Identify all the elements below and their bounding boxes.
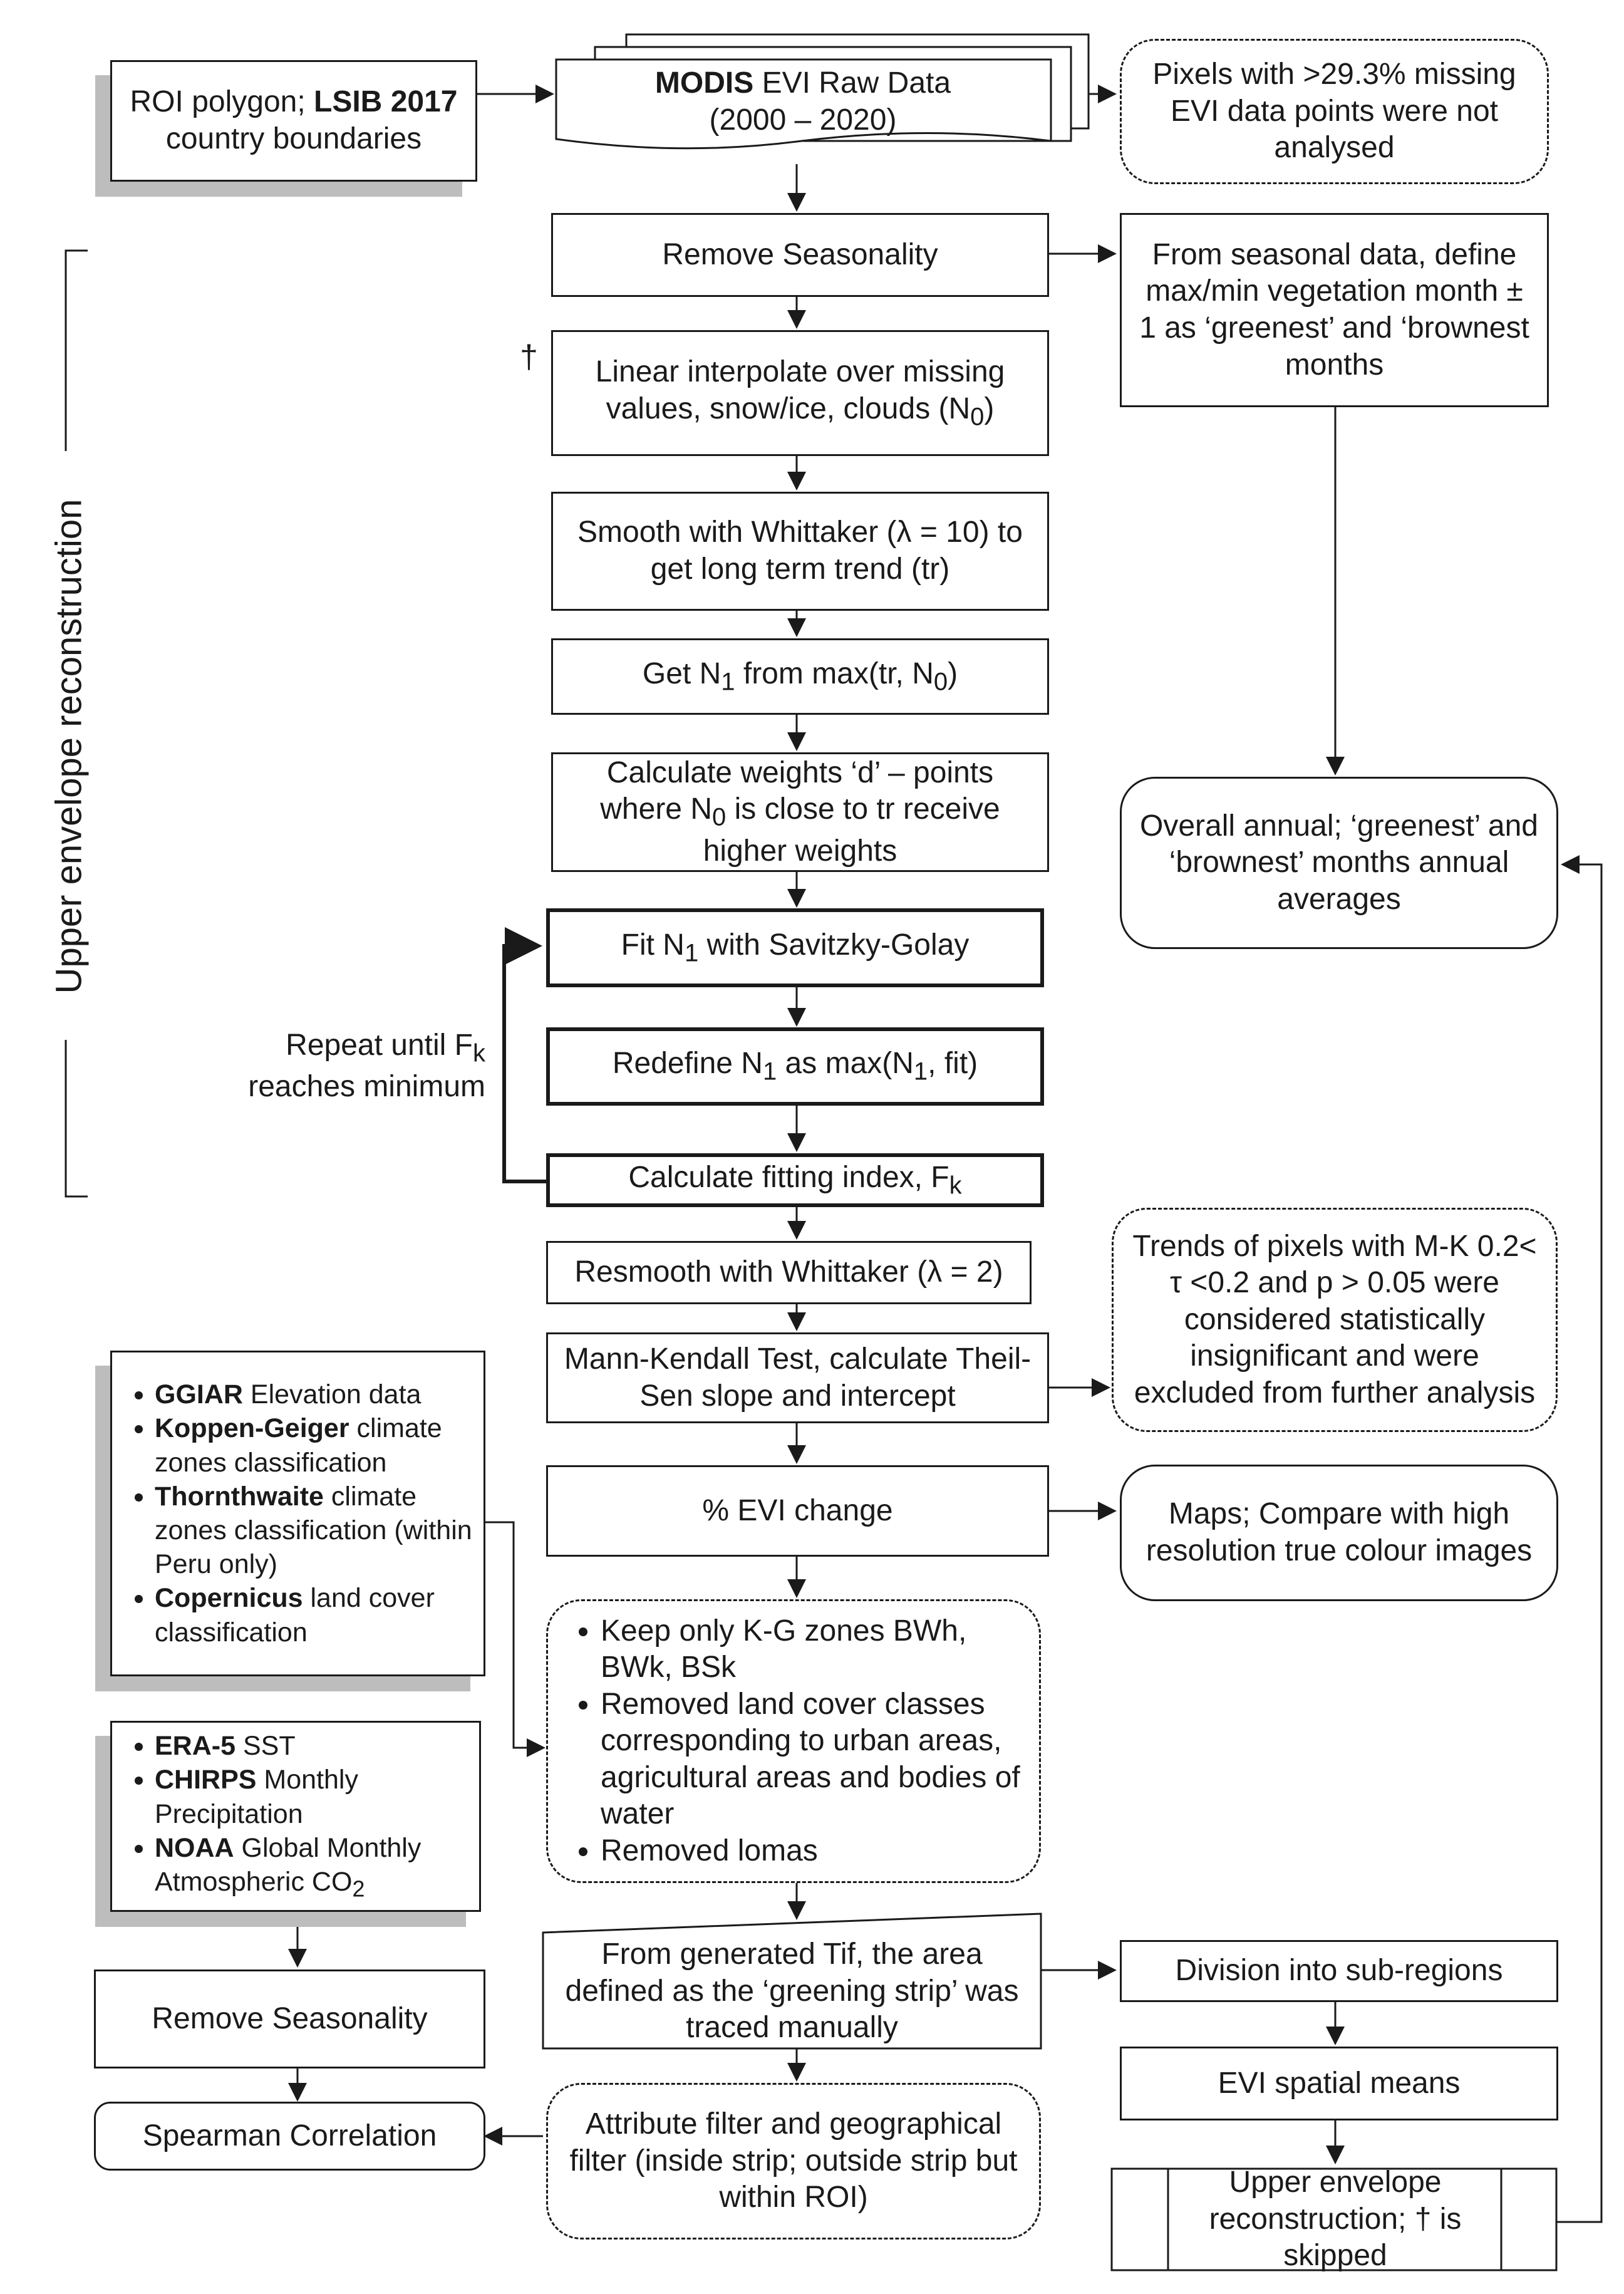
dataset-noaa-sub: 2 bbox=[352, 1876, 365, 1902]
fitting-index-pre: Calculate fitting index, F bbox=[628, 1160, 949, 1194]
upper-envelope-process-box: Upper envelope reconstruction; † is skip… bbox=[1209, 2166, 1462, 2273]
roi-text-pre: ROI polygon; bbox=[130, 85, 314, 119]
linear-interp-sub: 0 bbox=[970, 403, 985, 431]
dataset2-item-2: CHIRPS Monthly Precipitation bbox=[155, 1763, 470, 1830]
fitting-index-sub: k bbox=[949, 1171, 962, 1200]
modis-text-post: EVI Raw Data bbox=[753, 66, 951, 100]
fit-sg-sub: 1 bbox=[684, 939, 699, 967]
get-n1-sub2: 0 bbox=[933, 668, 948, 696]
repeat-post: reaches minimum bbox=[248, 1070, 485, 1104]
dataset-item-4: Copernicus land cover classification bbox=[155, 1581, 475, 1649]
linear-interpolate-box: Linear interpolate over missing values, … bbox=[551, 330, 1049, 456]
evi-spatial-means-box: EVI spatial means bbox=[1120, 2047, 1558, 2120]
mann-kendall-box: Mann-Kendall Test, calculate Theil-Sen s… bbox=[546, 1332, 1049, 1423]
pixels-missing-box: Pixels with >29.3% missing EVI data poin… bbox=[1120, 39, 1549, 184]
get-n1-mid: from max(tr, N bbox=[735, 657, 934, 690]
mk-excluded-box: Trends of pixels with M-K 0.2< τ <0.2 an… bbox=[1112, 1208, 1558, 1432]
fit-sg-post: with Savitzky-Golay bbox=[698, 928, 970, 962]
dataset-chirps-text: Monthly Precipitation bbox=[155, 1765, 358, 1829]
whittaker-10-box: Smooth with Whittaker (λ = 10) to get lo… bbox=[551, 492, 1049, 611]
dataset-koppen: Koppen-Geiger bbox=[155, 1413, 349, 1444]
remove-seasonality-box: Remove Seasonality bbox=[551, 213, 1049, 297]
roi-text-lsib: LSIB bbox=[314, 85, 383, 119]
resmooth-box: Resmooth with Whittaker (λ = 2) bbox=[546, 1241, 1032, 1304]
dataset-noaa: NOAA bbox=[155, 1832, 234, 1863]
attribute-filter-box: Attribute filter and geographical filter… bbox=[546, 2083, 1041, 2240]
filter-kg-zones: Keep only K-G zones BWh, BWk, BSk bbox=[601, 1613, 1027, 1686]
linear-interp-end: ) bbox=[984, 392, 995, 425]
seasonal-months-box: From seasonal data, define max/min veget… bbox=[1120, 213, 1549, 407]
fit-sg-pre: Fit N bbox=[621, 928, 685, 962]
spearman-box: Spearman Correlation bbox=[94, 2102, 485, 2171]
savitzky-golay-box: Fit N1 with Savitzky-Golay bbox=[546, 908, 1044, 987]
modis-text-bold: MODIS bbox=[654, 66, 754, 100]
get-n1-sub: 1 bbox=[721, 668, 735, 696]
datasets-box-2: ERA-5 SST CHIRPS Monthly Precipitation N… bbox=[110, 1721, 481, 1912]
dataset2-item-3: NOAA Global Monthly Atmospheric CO2 bbox=[155, 1831, 470, 1904]
roi-box: ROI polygon; LSIB 2017 country boundarie… bbox=[110, 60, 477, 182]
dataset-era5: ERA-5 bbox=[155, 1731, 236, 1762]
annual-averages-box: Overall annual; ‘greenest’ and ‘brownest… bbox=[1120, 777, 1558, 949]
repeat-sub: k bbox=[473, 1039, 485, 1067]
repeat-pre: Repeat until F bbox=[286, 1029, 473, 1062]
filters-box: Keep only K-G zones BWh, BWk, BSk Remove… bbox=[546, 1599, 1041, 1883]
get-n1-box: Get N1 from max(tr, N0) bbox=[551, 638, 1049, 715]
linear-interp-text: Linear interpolate over missing values, … bbox=[595, 355, 1005, 425]
dataset-noaa-text: Global Monthly Atmospheric CO bbox=[155, 1832, 422, 1897]
get-n1-end: ) bbox=[948, 657, 958, 690]
roi-text-year: 2017 bbox=[390, 85, 458, 119]
redefine-post: , fit) bbox=[928, 1047, 978, 1081]
modis-text-years: (2000 – 2020) bbox=[709, 103, 897, 137]
roi-text-post: country boundaries bbox=[165, 122, 422, 155]
subregions-box: Division into sub-regions bbox=[1120, 1940, 1558, 2002]
redefine-mid: as max(N bbox=[777, 1047, 914, 1081]
remove-seasonality-2-box: Remove Seasonality bbox=[94, 1970, 485, 2068]
dataset-thornthwaite-text: climate zones classification (within Per… bbox=[155, 1481, 472, 1580]
maps-box: Maps; Compare with high resolution true … bbox=[1120, 1465, 1558, 1601]
upper-envelope-label: Upper envelope reconstruction bbox=[48, 499, 90, 994]
dataset-copernicus-text: land cover classification bbox=[155, 1583, 435, 1648]
weights-sub: 0 bbox=[712, 803, 727, 831]
greening-strip-box: From generated Tif, the area defined as … bbox=[565, 1938, 1019, 2045]
evi-change-box: % EVI change bbox=[546, 1465, 1049, 1557]
weights-post: is close to tr receive higher weights bbox=[703, 792, 1000, 868]
dataset-item-2: Koppen-Geiger climate zones classificati… bbox=[155, 1411, 475, 1479]
dataset-era5-text: SST bbox=[235, 1731, 296, 1762]
dataset-ggiar-text: Elevation data bbox=[242, 1379, 422, 1410]
datasets-box-1: GGIAR Elevation data Koppen-Geiger clima… bbox=[110, 1351, 485, 1676]
repeat-label: Repeat until Fk reaches minimum bbox=[207, 1027, 485, 1106]
dataset-thornthwaite: Thornthwaite bbox=[155, 1481, 324, 1512]
filter-land-cover: Removed land cover classes corresponding… bbox=[601, 1686, 1027, 1833]
dataset2-item-1: ERA-5 SST bbox=[155, 1729, 470, 1763]
dataset-copernicus: Copernicus bbox=[155, 1583, 303, 1614]
redefine-n1-box: Redefine N1 as max(N1, fit) bbox=[546, 1027, 1044, 1106]
redefine-pre: Redefine N bbox=[612, 1047, 763, 1081]
modis-raw-data: MODIS EVI Raw Data(2000 – 2020) bbox=[557, 66, 1048, 138]
redefine-sub2: 1 bbox=[913, 1057, 928, 1086]
get-n1-pre: Get N bbox=[642, 657, 721, 690]
weights-pre: Calculate weights ‘d’ – points where N bbox=[600, 755, 994, 826]
filter-lomas: Removed lomas bbox=[601, 1833, 1027, 1870]
dataset-ggiar: GGIAR bbox=[155, 1379, 243, 1410]
dataset-koppen-text: climate zones classification bbox=[155, 1413, 442, 1478]
dagger-mark: † bbox=[520, 339, 538, 375]
fitting-index-box: Calculate fitting index, Fk bbox=[546, 1153, 1044, 1207]
dataset-item-3: Thornthwaite climate zones classificatio… bbox=[155, 1480, 475, 1582]
dataset-chirps: CHIRPS bbox=[155, 1765, 257, 1795]
redefine-sub: 1 bbox=[762, 1057, 777, 1086]
dataset-item-1: GGIAR Elevation data bbox=[155, 1378, 475, 1411]
weights-box: Calculate weights ‘d’ – points where N0 … bbox=[551, 752, 1049, 872]
